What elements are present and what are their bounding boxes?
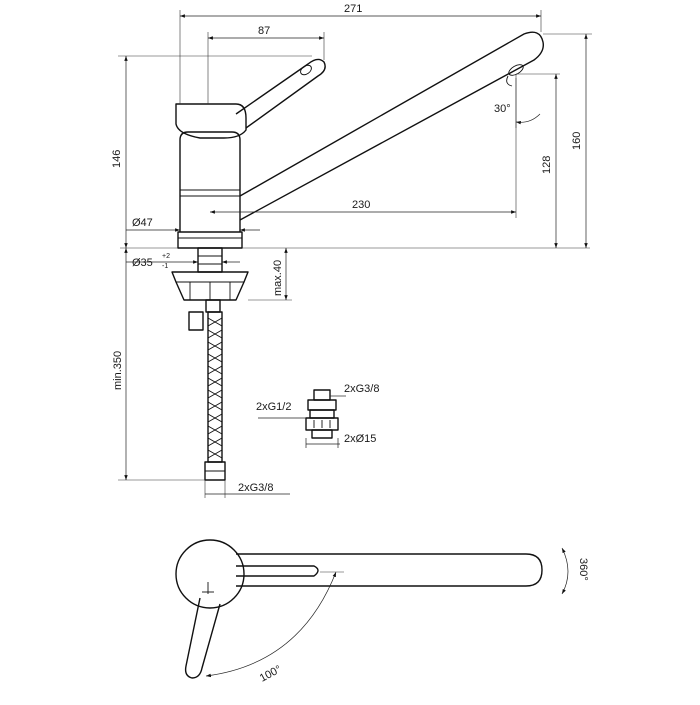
faucet-top-view (175, 539, 569, 679)
dim-body-height: 146 (111, 150, 123, 168)
dim-spout-angle: 30° (494, 103, 511, 115)
dim-hole-tol-upper: +2 (162, 253, 170, 260)
lever-housing (175, 103, 247, 139)
dim-hose-thread: 2xG3/8 (238, 482, 273, 494)
dim-outlet-height: 160 (571, 132, 583, 150)
lever-closed (236, 565, 319, 577)
dim-deck-thickness: max.40 (272, 260, 284, 296)
mounting-assembly (171, 247, 249, 301)
dim-hole-tol-lower: -1 (162, 263, 168, 270)
dim-lever-reach: 87 (258, 25, 270, 37)
adapter-fitting (305, 389, 339, 439)
dim-overall-length: 271 (344, 3, 362, 15)
mounting-stud (197, 247, 223, 273)
faucet-side-view (120, 31, 590, 249)
dim-lever-rotation: 100° (258, 663, 284, 684)
flexible-hose (188, 299, 226, 481)
dim-adapter-inlet: 2xG1/2 (256, 401, 291, 413)
dim-adapter-outlet: 2xG3/8 (344, 383, 379, 395)
faucet-body (179, 131, 241, 232)
body-top (175, 539, 245, 609)
dimension-lines (118, 10, 592, 498)
dim-adapter-diameter: 2xØ15 (344, 433, 376, 445)
spout-top (236, 553, 543, 587)
dim-body-diameter: Ø47 (132, 217, 153, 229)
dim-hose-length: min.350 (112, 351, 124, 390)
dim-swivel-angle: 360° (577, 558, 589, 581)
dim-spout-reach: 230 (352, 199, 370, 211)
faucet-base (177, 231, 243, 249)
spout (239, 31, 544, 221)
dimension-labels: 271 87 146 160 128 230 30° Ø47 Ø35 +2 -1… (111, 3, 589, 685)
spout-outlet (508, 64, 524, 76)
dim-spout-clearance: 128 (541, 156, 553, 174)
lever-top (184, 597, 221, 679)
lever-handle (235, 58, 326, 129)
dim-hole-diameter: Ø35 (132, 257, 153, 269)
